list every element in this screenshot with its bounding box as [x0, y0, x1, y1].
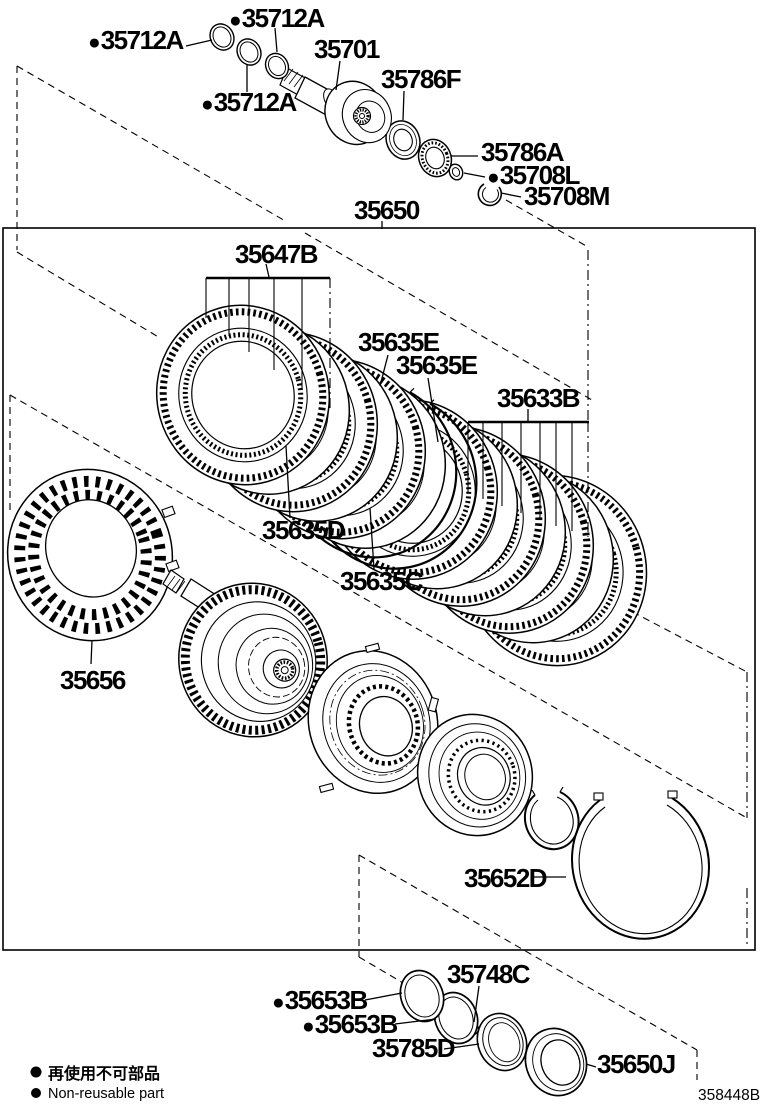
- part-clutch-drum-gear: [162, 569, 328, 738]
- leader-35712a-1: [185, 39, 213, 47]
- part-bushing-35708l: [448, 163, 464, 181]
- part-label-35748c-20: 35748C: [447, 959, 531, 989]
- part-label-35650j-21: 35650J: [597, 1049, 675, 1079]
- part-label-35647b-9: 35647B: [235, 239, 318, 269]
- part-label-35635e-10: 35635E: [358, 327, 440, 357]
- legend: 再使用不可部品 Non-reusable part: [30, 1064, 164, 1102]
- part-label-35656-15: 35656: [60, 665, 126, 695]
- part-label-35650-8: 35650: [354, 195, 420, 225]
- part-label-35635e-11: 35635E: [396, 350, 478, 380]
- part-label-35653b-17: ●35653B: [272, 985, 367, 1015]
- dashed-line: [16, 251, 161, 339]
- dashed-line: [304, 232, 593, 401]
- part-label-35635d-13: 35635D: [262, 515, 345, 545]
- leader-35785d: [443, 1043, 480, 1050]
- part-seal-ring-35653b-1: [399, 969, 445, 1023]
- bracket-35633b: [467, 409, 589, 537]
- dashed-line: [358, 956, 433, 1001]
- part-labels: ●35712A●35712A●35712A3570135786F35786A●3…: [60, 3, 676, 1079]
- non-reusable-marker-icon: ●: [272, 991, 285, 1014]
- part-race-35786a: [417, 138, 453, 178]
- input-shaft-group: [209, 23, 503, 207]
- non-reusable-marker-icon: [30, 1066, 42, 1078]
- assembly-box-35650: [2, 227, 756, 951]
- non-reusable-marker-icon: ●: [88, 31, 101, 54]
- bottom-ring-group: [399, 969, 588, 1097]
- part-label-35701-3: 35701: [314, 34, 380, 64]
- leader-lines: [90, 27, 597, 1068]
- part-label-35712a-1: ●35712A: [229, 3, 325, 33]
- part-label-35708m-7: 35708M: [524, 181, 609, 211]
- legend-en-text: Non-reusable part: [48, 1086, 164, 1102]
- part-bearing-race: [416, 713, 534, 837]
- dashed-line: [16, 65, 288, 223]
- leader-35708l: [463, 172, 486, 178]
- non-reusable-marker-icon: ●: [201, 93, 214, 116]
- bracket-35647b: [205, 263, 331, 412]
- part-label-35653b-18: ●35653B: [302, 1009, 397, 1039]
- part-label-35712a-2: ●35712A: [201, 87, 297, 117]
- part-label-35786a-5: 35786A: [481, 137, 565, 167]
- leader-35635e-1: [379, 354, 389, 387]
- legend-jp-text: 再使用不可部品: [48, 1064, 160, 1083]
- leader-35653b-2: [394, 1018, 437, 1025]
- part-snap-ring-35712a-3: [264, 52, 290, 80]
- part-snap-ring-35712a-1: [209, 23, 235, 51]
- part-washer-35786f: [385, 120, 421, 160]
- leader-35635e-2: [427, 377, 439, 443]
- part-snap-ring-35712a-2: [236, 38, 262, 66]
- part-label-35785d-19: 35785D: [372, 1033, 455, 1063]
- leader-35748c: [473, 985, 480, 1023]
- part-oring-35785d: [476, 1012, 528, 1072]
- part-clutch-piston: [307, 642, 440, 795]
- part-input-shaft-35701: [279, 67, 392, 146]
- clutch-disc-pack: [155, 304, 648, 667]
- part-snap-ring-35708m: [477, 183, 503, 207]
- leader-35712a-2: [274, 27, 278, 53]
- leader-35653b-1: [364, 992, 403, 1001]
- leader-35635c: [369, 507, 375, 570]
- non-reusable-marker-icon: [31, 1088, 41, 1098]
- part-label-35635c-14: 35635C: [340, 566, 424, 596]
- leader-35656: [90, 639, 93, 665]
- leader-35701: [335, 60, 341, 91]
- part-brake-band: [6, 468, 180, 642]
- non-reusable-marker-icon: ●: [302, 1015, 315, 1038]
- part-friction-disc: [155, 304, 331, 486]
- leader-35650j: [585, 1063, 597, 1068]
- part-snap-ring-small: [523, 786, 580, 851]
- leader-35786f: [402, 90, 405, 121]
- non-reusable-marker-icon: ●: [487, 166, 500, 189]
- non-reusable-marker-icon: ●: [229, 9, 242, 32]
- part-label-35708l-6: ●35708L: [487, 160, 580, 190]
- part-snap-ring-35652d: [571, 790, 710, 940]
- part-label-35712a-0: ●35712A: [88, 25, 184, 55]
- dashed-line: [9, 394, 748, 819]
- part-label-35786f-4: 35786F: [381, 64, 461, 94]
- leader-35635d: [285, 445, 291, 519]
- dashed-line: [505, 199, 589, 248]
- figure-number: 358448B: [698, 1087, 760, 1104]
- part-oil-seal-35650j: [524, 1027, 588, 1097]
- leader-35708m: [500, 192, 522, 198]
- part-label-35633b-12: 35633B: [497, 383, 580, 413]
- dashed-line: [358, 854, 698, 1051]
- part-label-35652d-16: 35652D: [464, 863, 547, 893]
